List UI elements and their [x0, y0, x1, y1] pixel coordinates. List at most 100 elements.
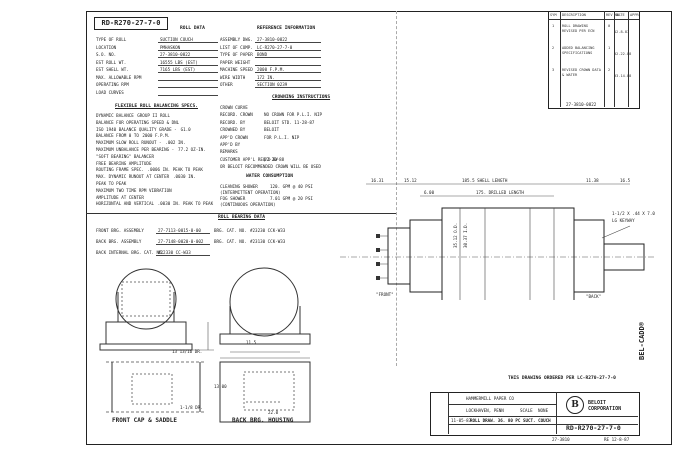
dim-top-4: 11.38 [586, 178, 599, 183]
crowning-label: CUSTOMER APP'L REQ'D BY [220, 156, 278, 162]
roll-data-underline [158, 57, 218, 58]
reference-info-value: SECTION 0239 [257, 82, 288, 87]
note-thread: 1-1/2 X .44 X 7.0 [612, 211, 655, 216]
dia-id: 30.37 I.D. [463, 222, 468, 248]
balancing-label: MAX. DYNAMIC RUNOUT AT CENTER [96, 174, 170, 180]
roll-data-value: PMHASKON [160, 44, 181, 50]
revision-col-header: DESCRIPTION [562, 13, 586, 17]
revision-desc: REVISED CROWN DATA & WATER [562, 68, 601, 77]
water-label: CLEANING SHOWER [220, 184, 258, 189]
balancing-label: PEAK TO PEAK [96, 181, 127, 186]
bearing-cat-label: BRG. CAT. NO. [214, 228, 247, 233]
revision-col-line [560, 11, 561, 107]
back-dim2-label: 13.00 [214, 384, 227, 389]
title-block-row1 [448, 404, 556, 405]
reference-info-underline [255, 72, 321, 73]
revision-col-header: APPR [630, 13, 639, 17]
roll-data-underline [158, 94, 218, 96]
bearing-underline [156, 244, 210, 245]
crowning-value: BELOIT [264, 127, 280, 133]
back-dim3-label: 22.0 [268, 410, 279, 415]
drawing-title: ROLL DRAW. 36. 80 PC SUCT. COUCH [470, 418, 551, 423]
crowning-value: 02-20-88 [264, 156, 285, 162]
roll-data-label: LOAD CURVES [96, 89, 124, 95]
balancing-value: .0006 IN. PEAK TO PEAK [147, 167, 203, 173]
reference-info-label: PAPER WEIGHT [220, 59, 251, 65]
roll-data-label: LOCATION [96, 44, 117, 50]
back-dim1-label: 11.5 [246, 340, 257, 345]
revision-col-line [614, 11, 615, 107]
balancing-label: BALANCE FOR OPERATING SPEED & DNL [96, 119, 180, 125]
crowning-label: APP'D CROWN [220, 134, 248, 140]
reference-info-label: TYPE OF PAPER [220, 52, 253, 57]
water-value: 120. GPM @ 40 PSI [270, 184, 313, 189]
revision-col-header: DATE [616, 13, 625, 17]
roll-data-label: OPERATING RPM [96, 82, 129, 87]
reference-info-value: 27-3810-0822 [257, 37, 288, 42]
dim-drill-pre: 6.00 [424, 190, 435, 195]
drawing-frame [86, 11, 672, 445]
reference-info-label: LIST OF COMP. [220, 44, 253, 50]
water-label: FOG SHOWER [220, 196, 246, 201]
revision-desc: ROLL DRAWING REVISED PER ECN [562, 24, 595, 33]
reference-info-label: ASSEMBLY DWG. [220, 37, 253, 42]
reference-info-label: OTHER [220, 82, 233, 87]
title-block [430, 392, 640, 436]
water-header: WATER CONSUMPTION [246, 174, 294, 179]
crowning-value: FOR P.L.I. NIP [264, 134, 300, 140]
bearing-value: 27-7113-0015-0-00 [158, 228, 201, 233]
reference-info-value: 2000 F.P.M. [257, 67, 285, 72]
balancing-value: G1.0 [180, 126, 191, 132]
revision-date: 03-14-88 [614, 74, 632, 78]
reference-info-header: REFERENCE INFORMATION [257, 26, 316, 31]
revision-no: 0 [608, 24, 611, 28]
revision-header-line [548, 19, 639, 20]
bearing-label: BACK INTERNAL BRG. CAT. NO. [96, 250, 165, 255]
front-dim-label: 13 13/16 DR. [172, 349, 203, 354]
balancing-label: "SOFT BEARING" BALANCER [96, 153, 154, 159]
roll-data-value: 7165 LBS (EST) [160, 67, 196, 72]
roll-data-value: SUCTION COUCH [160, 37, 193, 42]
water-label: (CONTINUOUS OPERATION) [220, 202, 276, 207]
revision-no: 2 [608, 68, 611, 72]
balancing-value: 77.2 OZ-IN. [178, 147, 206, 152]
drawing-date: 11-05-87 [451, 418, 472, 423]
label-back: "BACK" [586, 294, 602, 299]
frame-divider [396, 11, 397, 366]
roll-assembly-drawing [340, 183, 656, 300]
revision-col-header: SYM [550, 13, 557, 17]
bearing-value: 27-7148-0020-0-002 [158, 239, 204, 244]
balancing-label: FREE BEARING AMPLITUDE [96, 160, 152, 166]
balancing-value: .0030 IN. PEAK TO PEAK [157, 201, 214, 207]
balancing-label: MAXIMUM SLOW ROLL RUNOUT - [96, 140, 162, 146]
reference-info-label: MACHINE SPEED [220, 67, 253, 72]
crowning-value: BELOIT STD. 11-28-87 [264, 119, 315, 125]
revision-sym: 2 [552, 46, 555, 50]
balancing-label: BALANCE FROM 0 TO [96, 133, 139, 139]
crowning-label: APP'D BY [220, 142, 241, 147]
reference-info-underline [255, 57, 321, 58]
roll-data-underline [158, 72, 218, 73]
crowning-label: OR BELOIT RECOMMENDED CROWN WILL BE USED [220, 164, 321, 170]
reference-info-underline [255, 79, 321, 81]
roll-data-underline [158, 42, 218, 43]
balancing-label: HORIZONTAL AND VERTICAL [96, 201, 154, 207]
drawing-number: RD-R270-27-7-0 [101, 19, 161, 27]
front-dim2-label: 1-1/8 DR. [180, 405, 203, 410]
balancing-label: DYNAMIC BALANCE [96, 113, 134, 118]
bearing-label: FRONT BRG. ASSEMBLY [96, 228, 144, 233]
bearing-value: #22330 CC-W33 [158, 250, 191, 255]
balancing-value: GROUP II ROLL [137, 113, 171, 118]
roll-data-underline [158, 64, 218, 66]
back-bearing-housing-view [219, 267, 311, 423]
note-keyway: LG KEYWAY [612, 218, 635, 223]
dim-top-1: 16.31 [371, 178, 384, 183]
dim-shell-length: 185.5 SHELL LENGTH [462, 178, 508, 183]
crowning-label: CROWN CURVE [220, 105, 248, 110]
reference-info-underline [255, 42, 321, 43]
beloit-logo: B [566, 396, 584, 414]
title-block-row3 [448, 424, 638, 425]
dim-top-5: 16.5 [620, 178, 631, 183]
roll-data-label: EST ROLL WT. [96, 59, 127, 65]
roll-data-label: EST SHELL WT. [96, 67, 129, 72]
